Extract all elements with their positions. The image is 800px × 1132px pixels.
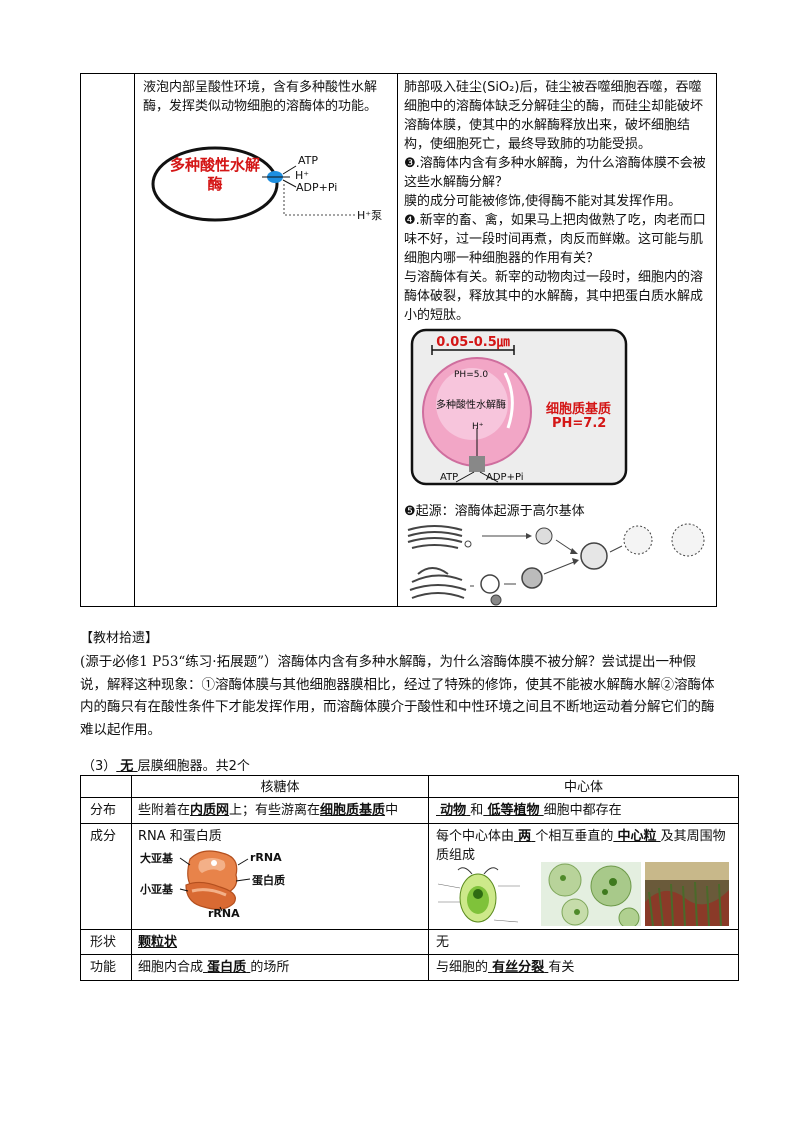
volvox-photo <box>541 862 641 929</box>
supplement-heading: 【教材拾遗】 <box>80 631 159 646</box>
question-4: ❹.新宰的畜、禽，如果马上把肉做熟了吃，肉老而口味不好，过一段时间再煮，肉反而鲜… <box>404 213 706 266</box>
row-label-distribution: 分布 <box>90 803 117 818</box>
ribosome-shape: 颗粒状 <box>138 935 178 950</box>
section-3-heading: （3） 无 层膜细胞器。共2个 <box>82 757 250 776</box>
lysosome-enzyme-label: 多种酸性水解酶 <box>436 400 506 411</box>
section-3-blank: 无 <box>120 759 134 774</box>
silica-paragraph: 肺部吸入硅尘(SiO₂)后，硅尘被吞噬细胞吞噬，吞噬细胞中的溶酶体缺乏分解硅尘的… <box>404 80 704 152</box>
lysosome-h-label: H⁺ <box>472 422 484 432</box>
question-3: ❸.溶酶体内含有多种水解酶，为什么溶酶体膜不会被这些水解酶分解？ <box>404 156 706 190</box>
centrosome-shape: 无 <box>436 935 450 950</box>
vacuole-description: 液泡内部呈酸性环境，含有多种酸性水解酶，发挥类似动物细胞的溶酶体的功能。 <box>143 80 378 114</box>
lysosome-diagram: 0.05-0.5㎛ PH=5.0 多种酸性水解酶 H⁺ ATP ADP+Pi 细… <box>410 328 628 488</box>
adp-label: ADP+Pi <box>296 181 338 194</box>
cytosol-label: 细胞质基质 <box>546 402 612 417</box>
answer-3: 膜的成分可能被修饰,使得酶不能对其发挥作用。 <box>404 194 682 209</box>
rrna-label-2: rRNA <box>208 907 240 920</box>
origin-text: ❺起源：溶酶体起源于高尔基体 <box>404 504 585 519</box>
moss-photo <box>645 862 729 927</box>
row-label-composition: 成分 <box>90 829 117 844</box>
section-3-prefix: （3） <box>82 759 117 774</box>
header-ribosome: 核糖体 <box>260 780 300 795</box>
size-label: 0.05-0.5㎛ <box>436 335 510 350</box>
lysosome-atp-label: ATP <box>440 472 459 483</box>
centrosome-function: 与细胞的 有丝分裂 有关 <box>436 960 575 975</box>
ribosome-distribution: 些附着在内质网上；有些游离在细胞质基质中 <box>138 803 399 818</box>
lysosome-adp-label: ADP+Pi <box>486 472 524 483</box>
header-centrosome: 中心体 <box>563 780 603 795</box>
row-label-function: 功能 <box>90 960 117 975</box>
pump-label: H⁺泵 <box>357 209 383 222</box>
small-subunit-label: 小亚基 <box>140 883 173 896</box>
answer-4: 与溶酶体有关。新宰的动物肉过一段时，细胞内的溶酶体破裂，释放其中的水解酶，其中把… <box>404 270 704 323</box>
right-column-text: 肺部吸入硅尘(SiO₂)后，硅尘被吞噬细胞吞噬，吞噬细胞中的溶酶体缺乏分解硅尘的… <box>404 78 712 325</box>
ribosome-function: 细胞内合成 蛋白质 的场所 <box>138 960 290 975</box>
rrna-label-1: rRNA <box>250 851 282 864</box>
ribosome-composition: RNA 和蛋白质 <box>138 829 222 844</box>
ph-inside-label: PH=5.0 <box>454 370 489 380</box>
atp-label: ATP <box>298 154 319 167</box>
centrosome-composition: 每个中心体由 两 个相互垂直的 中心粒 及其周围物质组成 <box>436 829 726 863</box>
large-subunit-label: 大亚基 <box>140 852 173 865</box>
section-3-suffix: 层膜细胞器。共2个 <box>137 759 250 774</box>
supplement-body: (源于必修1 P53“练习·拓展题”）溶酶体内含有多种水解酶，为什么溶酶体膜不被… <box>80 654 715 738</box>
row-label-shape: 形状 <box>90 935 117 950</box>
centrosome-distribution: 动物 和 低等植物 细胞中都存在 <box>440 803 622 818</box>
ribosome-diagram: 大亚基 小亚基 rRNA 蛋白质 rRNA <box>140 845 310 925</box>
enzyme-label: 多种酸性水解酶 <box>170 156 261 193</box>
vacuole-diagram: 多种酸性水解酶 ATP H⁺ ADP+Pi H⁺泵 <box>150 140 395 235</box>
protein-label: 蛋白质 <box>252 874 285 887</box>
h-ion-label: H⁺ <box>295 169 310 182</box>
cytosol-ph-label: PH=7.2 <box>552 416 607 431</box>
golgi-origin-diagram <box>404 522 710 606</box>
green-alga-diagram <box>436 864 536 926</box>
